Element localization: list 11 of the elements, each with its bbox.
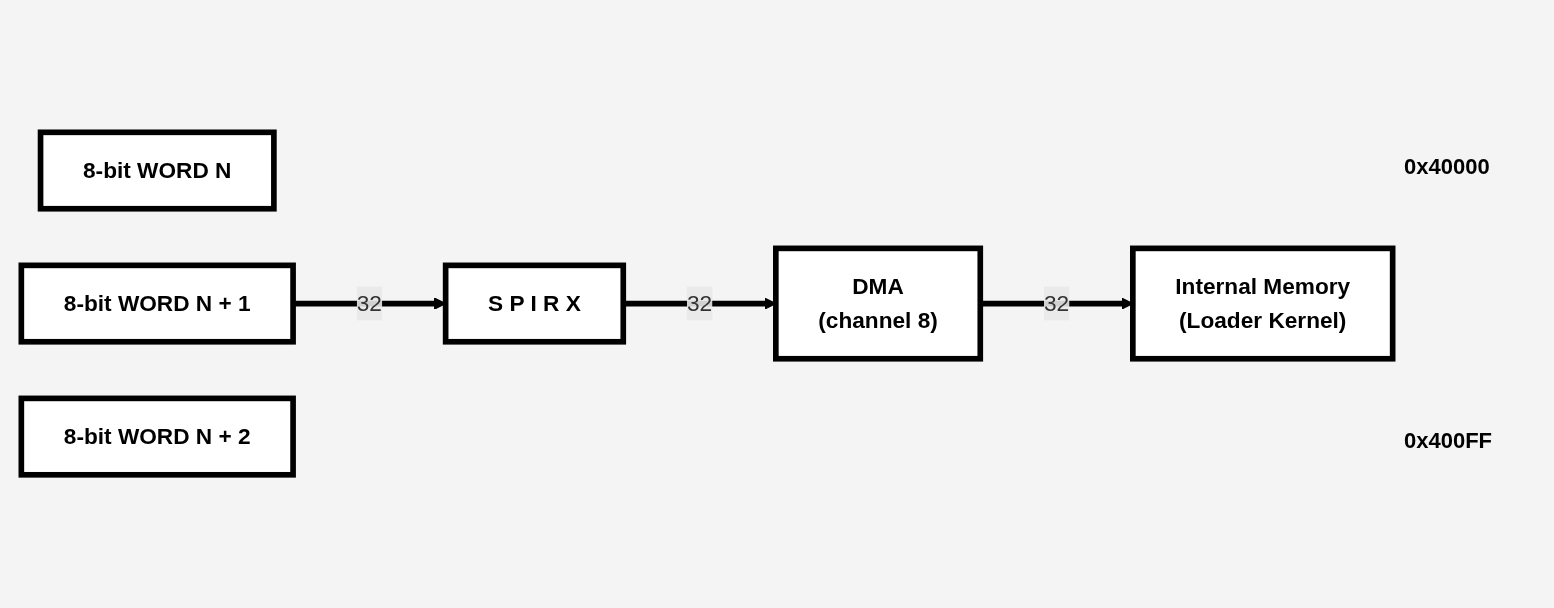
address-label: 0x40000 xyxy=(1404,154,1491,180)
address-label: 0x400FF xyxy=(1404,428,1494,454)
node-box: S P I R X xyxy=(442,262,627,346)
node-box: DMA (channel 8) xyxy=(773,246,984,362)
edge-label: 32 xyxy=(1043,291,1070,316)
node-box: 8-bit WORD N + 1 xyxy=(18,262,296,346)
node-box: 8-bit WORD N xyxy=(37,129,277,212)
node-box: Internal Memory (Loader Kernel) xyxy=(1130,246,1396,362)
edge-label: 32 xyxy=(686,291,713,316)
edge-label: 32 xyxy=(356,291,382,316)
node-box: 8-bit WORD N + 2 xyxy=(18,396,296,479)
